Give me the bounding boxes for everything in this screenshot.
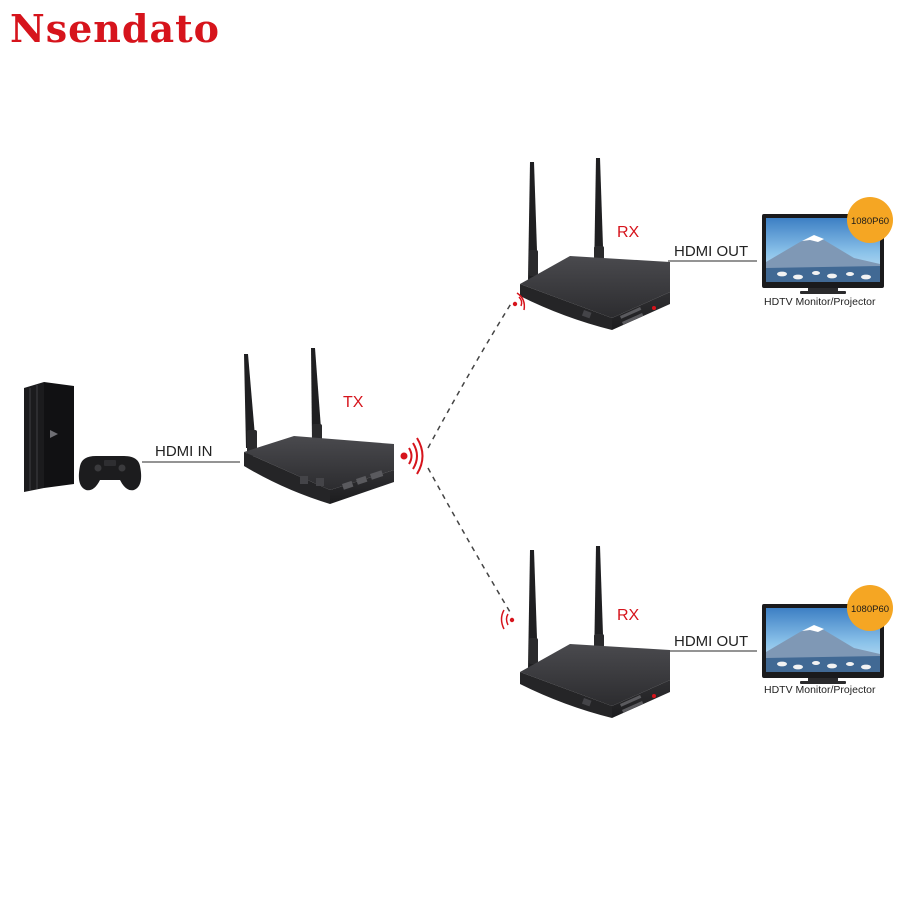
resolution-badge-upper-text: 1080P60	[851, 216, 889, 227]
resolution-badge-upper	[847, 197, 893, 243]
wireless-link-lower	[427, 467, 511, 613]
transmit-signal-icon	[400, 437, 424, 475]
rx-label-upper: RX	[617, 224, 640, 241]
receiver-device-lower	[520, 546, 670, 718]
rx-label-lower: RX	[617, 607, 640, 624]
game-controller	[78, 456, 142, 491]
resolution-badge-lower-text: 1080P60	[851, 604, 889, 615]
transmitter-device	[244, 348, 394, 504]
tx-label: TX	[343, 394, 364, 411]
receiver-device-upper	[520, 158, 670, 330]
receive-signal-icon-lower	[500, 609, 515, 630]
game-console	[24, 382, 74, 492]
receive-signal-icon-upper	[512, 292, 526, 311]
hdmi-out-label-upper: HDMI OUT	[674, 243, 749, 260]
resolution-badge-lower	[847, 585, 893, 631]
hdmi-in-label: HDMI IN	[155, 443, 213, 460]
brand-logo: Nsendato	[10, 6, 221, 51]
display-caption-upper: HDTV Monitor/Projector	[764, 296, 876, 308]
hdmi-out-label-lower: HDMI OUT	[674, 633, 749, 650]
display-caption-lower: HDTV Monitor/Projector	[764, 684, 876, 696]
wireless-link-upper	[427, 301, 513, 449]
